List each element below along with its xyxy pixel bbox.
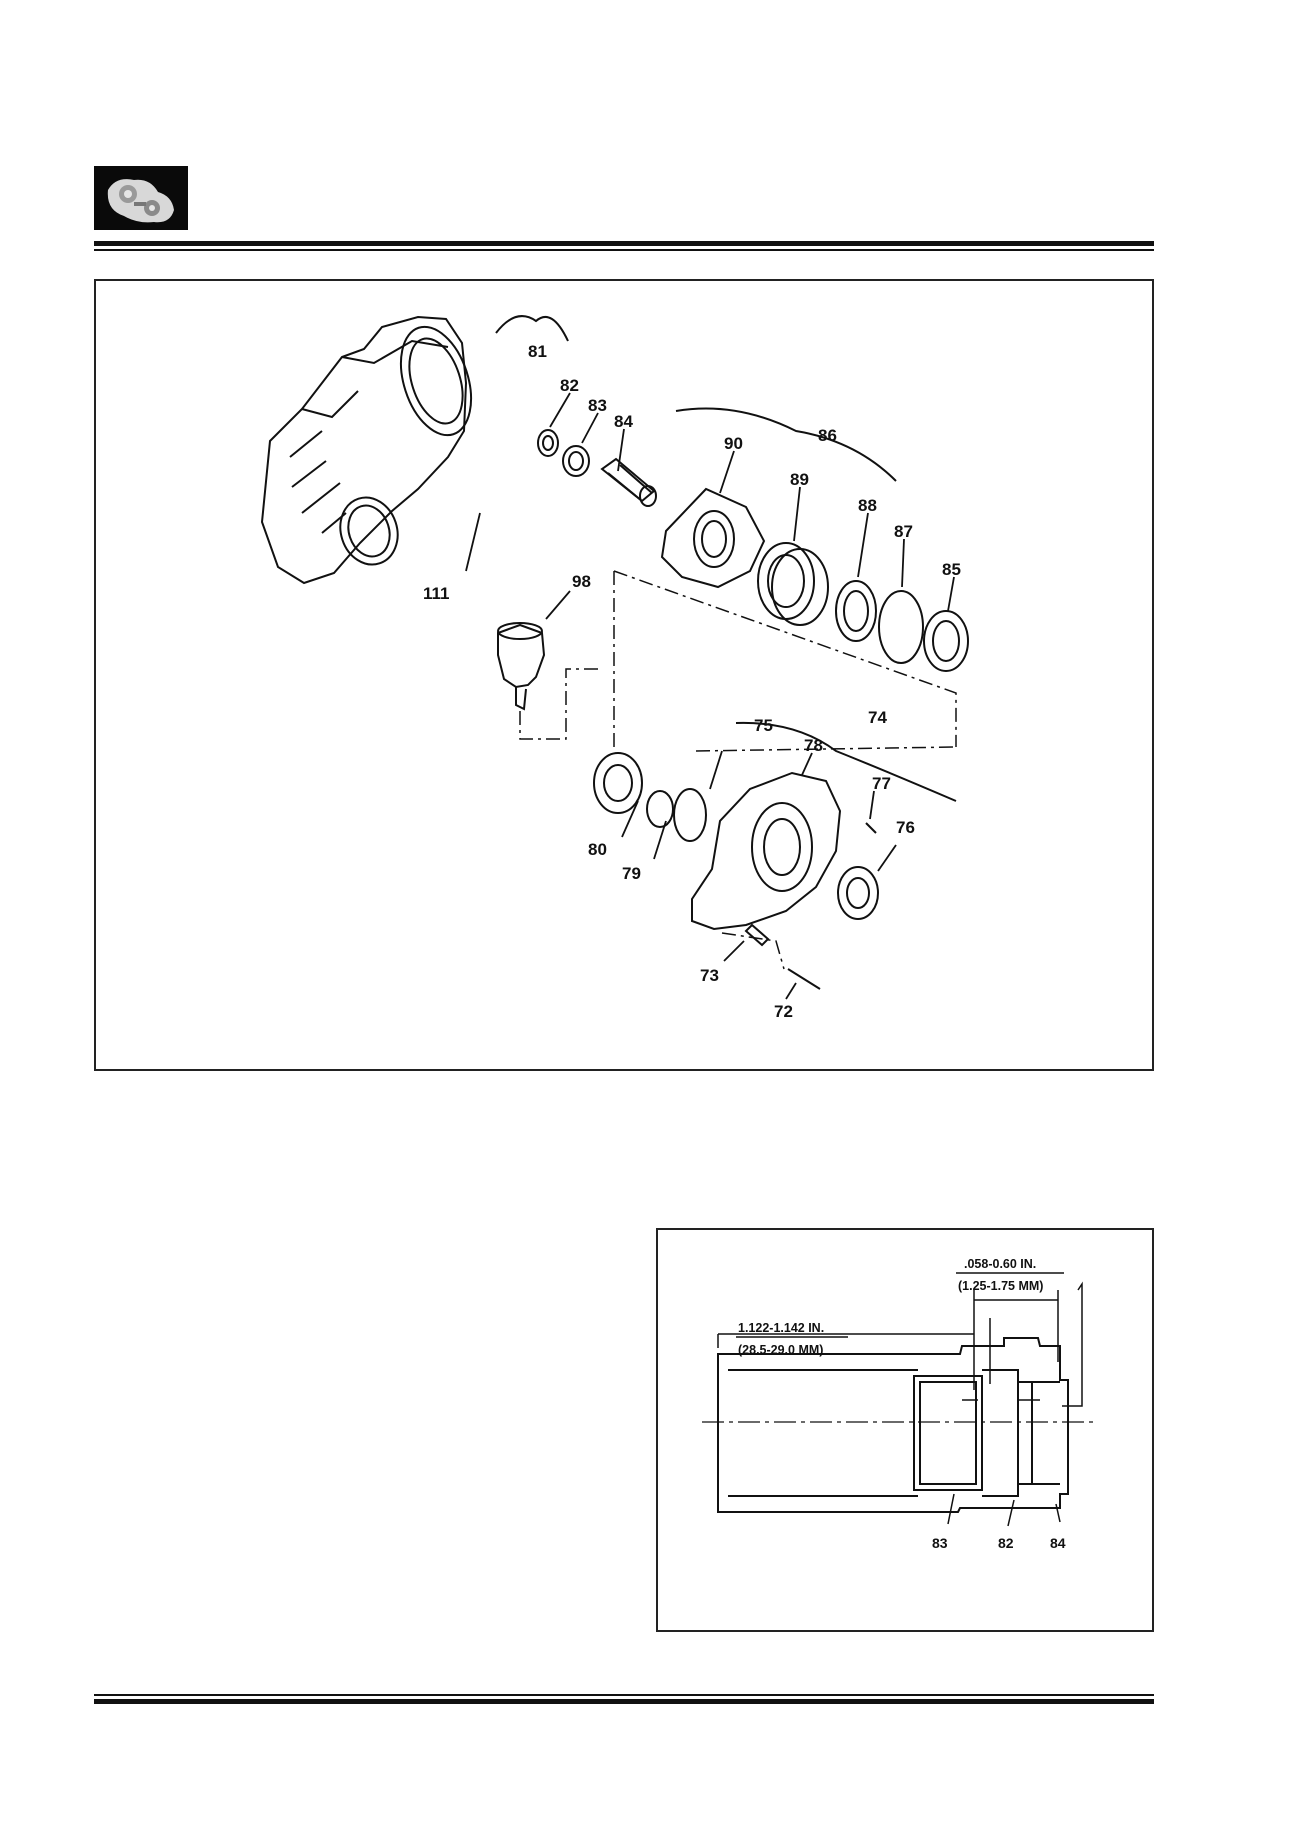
callout-81: 81	[528, 342, 547, 361]
callout-80: 80	[588, 840, 607, 859]
header-rule-thin	[94, 249, 1154, 251]
cross-section-figure: .058-0.60 IN. (1.25-1.75 MM) 1.122-1.142…	[656, 1228, 1154, 1632]
callout-79: 79	[622, 864, 641, 883]
callout-73: 73	[700, 966, 719, 985]
gearbox-logo-icon	[94, 166, 188, 230]
section-callout-83: 83	[932, 1535, 948, 1551]
callout-84: 84	[614, 412, 633, 431]
callout-111: 111	[423, 584, 450, 603]
dim-top-inches: .058-0.60 IN.	[964, 1257, 1036, 1271]
callout-77: 77	[872, 774, 891, 793]
brace-86	[675, 407, 897, 482]
callout-85: 85	[942, 560, 961, 579]
callout-98: 98	[572, 572, 591, 591]
exploded-view-drawing: 111 81 82 83 84 90 86 89 88 87 85 98 74 …	[260, 315, 969, 1021]
callout-72: 72	[774, 1002, 793, 1021]
header-rule-thick	[94, 241, 1154, 246]
callout-75: 75	[754, 716, 773, 735]
section-callout-82: 82	[998, 1535, 1014, 1551]
dim-left-millimeters: (28.5-29.0 MM)	[738, 1343, 823, 1357]
callout-74: 74	[868, 708, 887, 727]
callout-88: 88	[858, 496, 877, 515]
callout-90: 90	[724, 434, 743, 453]
callout-78: 78	[804, 736, 823, 755]
callout-76: 76	[896, 818, 915, 837]
callout-83: 83	[588, 396, 607, 415]
dim-left-inches: 1.122-1.142 IN.	[738, 1321, 824, 1335]
brace-74	[735, 721, 957, 802]
dim-top-millimeters: (1.25-1.75 MM)	[958, 1279, 1043, 1293]
callout-89: 89	[790, 470, 809, 489]
transfer-case-housing	[260, 315, 468, 585]
footer-rule-thick	[94, 1699, 1154, 1704]
callout-82: 82	[560, 376, 579, 395]
footer-rule-thin	[94, 1694, 1154, 1696]
callout-86: 86	[818, 426, 837, 445]
brace-81	[495, 315, 569, 342]
cross-section-drawing: .058-0.60 IN. (1.25-1.75 MM) 1.122-1.142…	[702, 1257, 1098, 1551]
section-callout-84: 84	[1050, 1535, 1066, 1551]
exploded-view-figure: 111 81 82 83 84 90 86 89 88 87 85 98 74 …	[94, 279, 1154, 1071]
callout-87: 87	[894, 522, 913, 541]
